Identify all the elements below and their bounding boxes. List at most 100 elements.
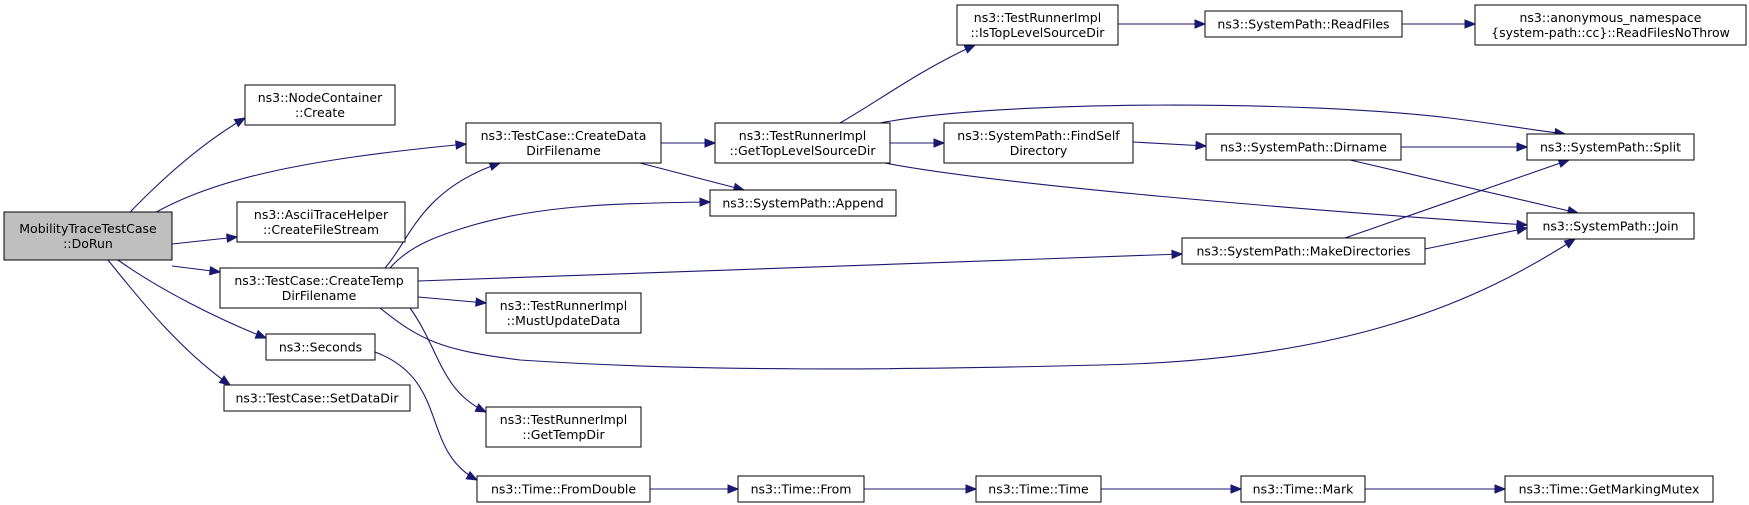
node-box (244, 84, 396, 126)
node-rf[interactable]: ns3::SystemPath::ReadFiles (1204, 10, 1403, 38)
node-box (714, 122, 891, 164)
edge-gtl-to-itl (839, 44, 976, 124)
arrowhead-ctdf-to-gtd (474, 403, 488, 413)
arrowhead-root-to-ctdf (208, 265, 222, 276)
node-md[interactable]: ns3::SystemPath::MakeDirectories (1181, 237, 1426, 265)
node-acs[interactable]: ns3::AsciiTraceHelper::CreateFileStream (236, 201, 406, 243)
arrowhead-sec-to-fd (465, 470, 479, 481)
node-label: ns3::Seconds (279, 340, 362, 355)
arrowhead-md-to-join (1515, 225, 1529, 235)
node-label: ns3::Time::GetMarkingMutex (1519, 482, 1700, 497)
node-label: DirFilename (526, 143, 601, 158)
node-box (1204, 10, 1403, 38)
node-label: ::GetTempDir (522, 427, 605, 442)
node-label: ns3::SystemPath::Append (722, 196, 883, 211)
node-label: Directory (1010, 143, 1068, 158)
arrowhead-from-to-tt (965, 484, 978, 494)
node-anon[interactable]: ns3::anonymous_namespace{system-path::cc… (1474, 4, 1747, 46)
arrowhead-ctdf-to-join (1563, 238, 1577, 249)
node-label: ns3::SystemPath::FindSelf (957, 128, 1120, 143)
arrowhead-ctdf-to-app (699, 197, 712, 207)
node-box (1240, 475, 1366, 503)
node-label: DirFilename (282, 288, 357, 303)
node-label: MobilityTraceTestCase (19, 221, 157, 236)
edge-ctdf-to-cddf (384, 162, 501, 269)
arrowhead-mark-to-gmm (1494, 484, 1507, 494)
node-box (1526, 212, 1695, 240)
node-tt[interactable]: ns3::Time::Time (975, 475, 1102, 503)
edge-ctdf-to-join (379, 238, 1576, 370)
node-label: ns3::Time::From (751, 482, 852, 497)
node-gtd[interactable]: ns3::TestRunnerImpl::GetTempDir (485, 406, 642, 448)
node-itl[interactable]: ns3::TestRunnerImpl::IsTopLevelSourceDir (956, 4, 1119, 46)
arrowhead-ctdf-to-cddf (488, 161, 502, 171)
arrowhead-fd-to-from (727, 484, 740, 494)
arrowhead-rf-to-anon (1464, 19, 1477, 29)
arrowhead-root-to-sec (254, 329, 268, 339)
arrowhead-tt-to-mark (1230, 484, 1243, 494)
node-sec[interactable]: ns3::Seconds (265, 333, 376, 361)
node-dn[interactable]: ns3::SystemPath::Dirname (1205, 133, 1402, 161)
node-gtl[interactable]: ns3::TestRunnerImpl::GetTopLevelSourceDi… (714, 122, 891, 164)
node-label: ns3::AsciiTraceHelper (254, 207, 389, 222)
edge-ctdf-to-md (417, 253, 1183, 282)
node-label: ::DoRun (63, 236, 113, 251)
node-join[interactable]: ns3::SystemPath::Join (1526, 212, 1695, 240)
edges-layer (107, 19, 1580, 494)
node-mud[interactable]: ns3::TestRunnerImpl::MustUpdateData (485, 292, 642, 334)
node-label: ns3::TestCase::CreateData (481, 128, 647, 143)
node-app[interactable]: ns3::SystemPath::Append (709, 189, 897, 217)
node-box (1181, 237, 1426, 265)
node-fd[interactable]: ns3::Time::FromDouble (476, 475, 651, 503)
arrowhead-ctdf-to-mud (475, 297, 488, 307)
node-root[interactable]: MobilityTraceTestCase::DoRun (3, 211, 173, 261)
node-label: ns3::TestCase::SetDataDir (235, 391, 399, 406)
edge-gtl-to-join (884, 162, 1528, 226)
node-label: ::CreateFileStream (263, 222, 379, 237)
edge-ctdf-to-gtd (409, 307, 487, 413)
node-label: ::IsTopLevelSourceDir (971, 25, 1106, 40)
node-box (1205, 133, 1402, 161)
edge-sec-to-fd (374, 351, 478, 481)
arrowhead-root-to-sdd (218, 375, 232, 386)
node-mark[interactable]: ns3::Time::Mark (1240, 475, 1366, 503)
edge-cddf-to-app (639, 162, 745, 191)
edge-ctdf-to-mud (417, 296, 487, 304)
node-split[interactable]: ns3::SystemPath::Split (1526, 133, 1695, 161)
edge-root-to-sec (117, 259, 267, 339)
arrowhead-cddf-to-gtl (704, 138, 717, 148)
node-label: ns3::TestRunnerImpl (739, 128, 866, 143)
node-box (1526, 133, 1695, 161)
edge-dn-to-join (1349, 159, 1579, 214)
edge-ctdf-to-app (389, 201, 711, 269)
edge-fsd-to-dn (1132, 141, 1207, 147)
node-box (223, 384, 411, 412)
arrowhead-root-to-acs (226, 233, 239, 243)
node-box (943, 122, 1134, 164)
node-box (975, 475, 1102, 503)
nodes-layer: MobilityTraceTestCase::DoRun ns3::NodeCon… (3, 4, 1747, 503)
node-label: ns3::TestRunnerImpl (500, 412, 627, 427)
node-box (265, 333, 376, 361)
node-gmm[interactable]: ns3::Time::GetMarkingMutex (1504, 475, 1714, 503)
node-label: ns3::SystemPath::Join (1542, 219, 1678, 234)
node-label: ns3::NodeContainer (258, 90, 383, 105)
node-label: ::Create (295, 105, 345, 120)
edge-md-to-split (1344, 159, 1570, 239)
node-label: {system-path::cc}::ReadFilesNoThrow (1491, 25, 1730, 40)
node-label: ns3::Time::Time (988, 482, 1089, 497)
arrowhead-fsd-to-dn (1195, 140, 1208, 151)
node-sdd[interactable]: ns3::TestCase::SetDataDir (223, 384, 411, 412)
node-label: ns3::TestRunnerImpl (500, 298, 627, 313)
node-from[interactable]: ns3::Time::From (737, 475, 865, 503)
node-label: ns3::Time::FromDouble (491, 482, 636, 497)
node-nc[interactable]: ns3::NodeContainer::Create (244, 84, 396, 126)
arrowhead-root-to-cddf (455, 140, 468, 150)
arrowhead-root-to-nc (233, 117, 247, 128)
node-label: ::GetTopLevelSourceDir (730, 143, 877, 158)
node-box (485, 406, 642, 448)
